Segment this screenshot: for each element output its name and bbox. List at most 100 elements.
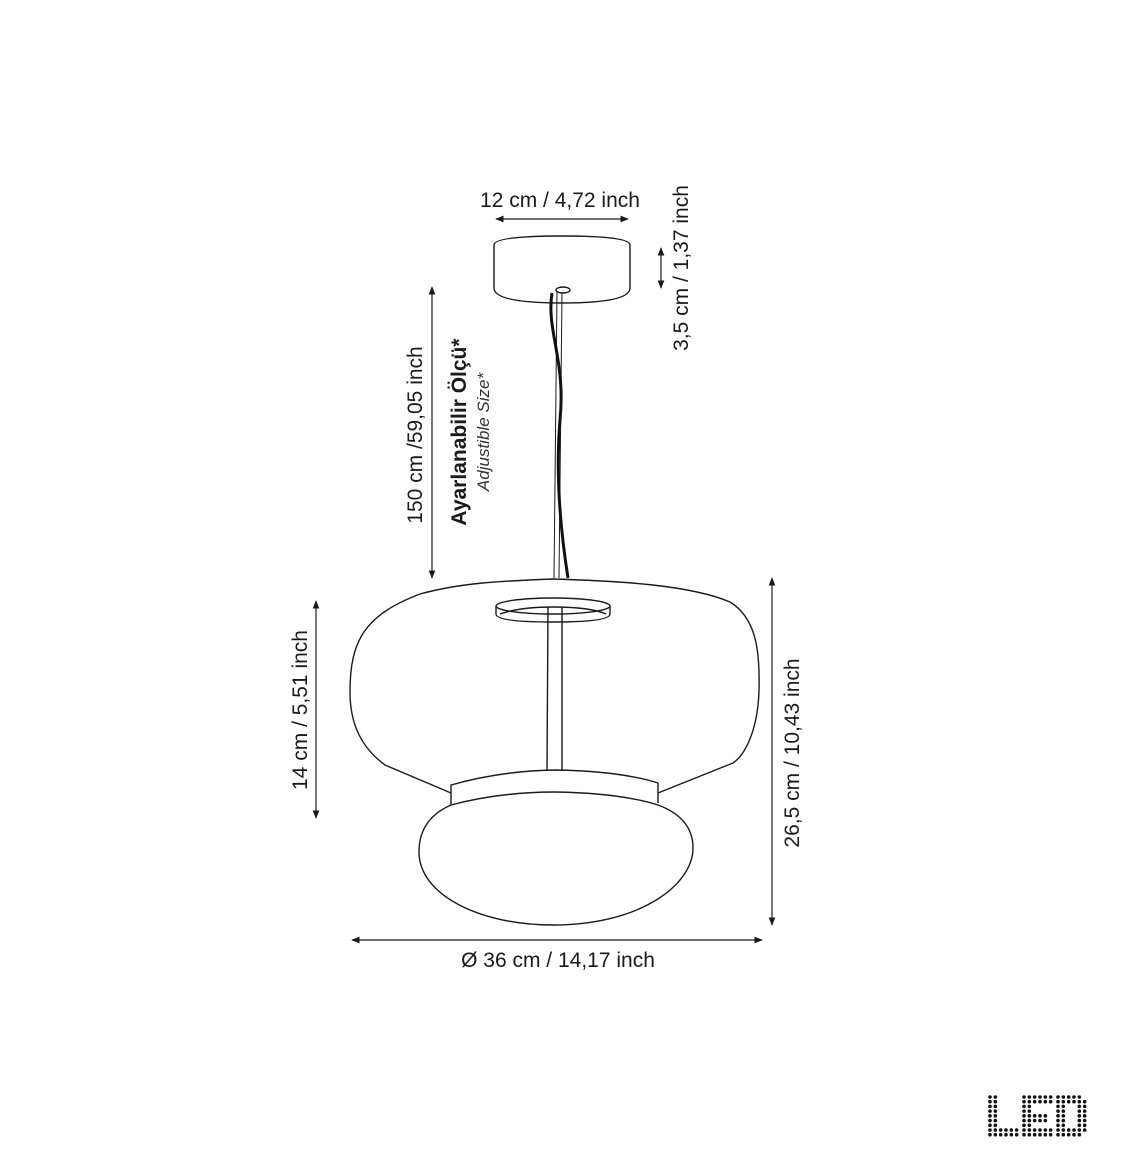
logo-dot xyxy=(993,1118,998,1123)
logo-dot xyxy=(1022,1104,1026,1109)
logo-dot xyxy=(993,1099,998,1104)
logo-dot xyxy=(1077,1114,1082,1118)
label-total-height: 26,5 cm / 10,43 inch xyxy=(781,658,804,847)
bottom-globe xyxy=(418,791,694,926)
logo-dot xyxy=(1072,1095,1076,1099)
logo-dot xyxy=(998,1128,1003,1132)
logo-dot xyxy=(1027,1099,1032,1104)
collar xyxy=(450,769,659,805)
logo-dot xyxy=(1022,1114,1026,1118)
logo-dot xyxy=(1043,1099,1048,1104)
logo-dot xyxy=(1027,1118,1032,1123)
suspension-cable xyxy=(549,291,570,579)
logo-dot xyxy=(1027,1109,1032,1113)
logo-dot xyxy=(1022,1128,1026,1132)
logo-dot xyxy=(1009,1128,1014,1132)
logo-dot xyxy=(1032,1118,1037,1123)
logo-dot xyxy=(1061,1132,1066,1137)
logo-dot xyxy=(1066,1128,1071,1132)
logo-dot xyxy=(1048,1095,1053,1099)
logo-dot xyxy=(1061,1114,1066,1118)
logo-dot xyxy=(1038,1099,1042,1104)
logo-dot xyxy=(1014,1128,1019,1132)
logo-dot xyxy=(1022,1095,1026,1099)
center-stem xyxy=(546,606,563,772)
logo-dot xyxy=(1082,1099,1087,1104)
logo-dot xyxy=(1072,1128,1076,1132)
logo-dot xyxy=(1082,1114,1087,1118)
logo-dot xyxy=(1077,1104,1082,1109)
logo-dot xyxy=(1022,1109,1026,1113)
logo-dot xyxy=(1038,1132,1042,1137)
logo-dot xyxy=(1048,1132,1053,1137)
logo-dot xyxy=(1032,1099,1037,1104)
logo-dot xyxy=(988,1095,992,1099)
logo-dot xyxy=(1056,1132,1060,1137)
ceiling-canopy xyxy=(493,235,631,304)
logo-dot xyxy=(988,1104,992,1109)
logo-dot xyxy=(993,1095,998,1099)
logo-dot xyxy=(988,1109,992,1113)
logo-dot xyxy=(988,1118,992,1123)
logo-dot xyxy=(1032,1095,1037,1099)
logo-dot xyxy=(1014,1132,1019,1137)
logo-dot xyxy=(1082,1128,1087,1132)
logo-dot xyxy=(993,1132,998,1137)
logo-dot xyxy=(1027,1095,1032,1099)
label-canopy-height: 3,5 cm / 1,37 inch xyxy=(670,185,693,351)
logo-dot xyxy=(1056,1095,1060,1099)
logo-dot xyxy=(1056,1114,1060,1118)
logo-dot xyxy=(1043,1118,1048,1123)
label-cable-length: 150 cm /59,05 inch xyxy=(404,346,427,523)
logo-dot xyxy=(1056,1109,1060,1113)
logo-dot xyxy=(993,1123,998,1128)
logo-dot xyxy=(1032,1128,1037,1132)
label-adjustable-tr: Ayarlanabilir Ölçü* xyxy=(448,338,471,526)
label-canopy-width: 12 cm / 4,72 inch xyxy=(480,189,640,212)
logo-dot xyxy=(993,1114,998,1118)
logo-dot xyxy=(1066,1132,1071,1137)
logo-dot xyxy=(1027,1128,1032,1132)
logo-dot xyxy=(1082,1118,1087,1123)
logo-dot xyxy=(1072,1132,1076,1137)
logo-dot xyxy=(1043,1128,1048,1132)
logo-dot xyxy=(1061,1123,1066,1128)
logo-dot xyxy=(1038,1118,1042,1123)
label-diameter: Ø 36 cm / 14,17 inch xyxy=(461,949,655,972)
label-adjustable-en: Adjustible Size* xyxy=(474,372,493,493)
logo-dot xyxy=(1048,1128,1053,1132)
logo-dot xyxy=(1027,1123,1032,1128)
logo-dot xyxy=(1072,1099,1076,1104)
logo-dot xyxy=(1038,1114,1042,1118)
logo-dot xyxy=(988,1128,992,1132)
logo-dot xyxy=(1038,1128,1042,1132)
logo-dot xyxy=(1077,1118,1082,1123)
logo-dot xyxy=(1077,1132,1082,1137)
logo-dot xyxy=(1077,1128,1082,1132)
logo-dot xyxy=(993,1128,998,1132)
logo-dot xyxy=(1056,1123,1060,1128)
logo-dot xyxy=(1004,1132,1008,1137)
logo-dot xyxy=(1061,1118,1066,1123)
logo-dot xyxy=(1077,1109,1082,1113)
outer-shade xyxy=(349,578,760,794)
logo-dot xyxy=(1032,1114,1037,1118)
logo-dot xyxy=(1027,1132,1032,1137)
logo-dot xyxy=(1022,1118,1026,1123)
logo-dot xyxy=(1056,1099,1060,1104)
logo-dot xyxy=(1009,1132,1014,1137)
logo-dot xyxy=(998,1132,1003,1137)
logo-dot xyxy=(1077,1099,1082,1104)
logo-dot xyxy=(993,1104,998,1109)
logo-dot xyxy=(1056,1104,1060,1109)
logo-dot xyxy=(1082,1123,1087,1128)
logo-dot xyxy=(988,1099,992,1104)
logo-dot xyxy=(1022,1123,1026,1128)
logo-dot xyxy=(1061,1109,1066,1113)
logo-dot xyxy=(1038,1095,1042,1099)
logo-dot xyxy=(1082,1104,1087,1109)
logo-dot xyxy=(988,1114,992,1118)
logo-dot xyxy=(988,1123,992,1128)
logo-dot xyxy=(1077,1123,1082,1128)
